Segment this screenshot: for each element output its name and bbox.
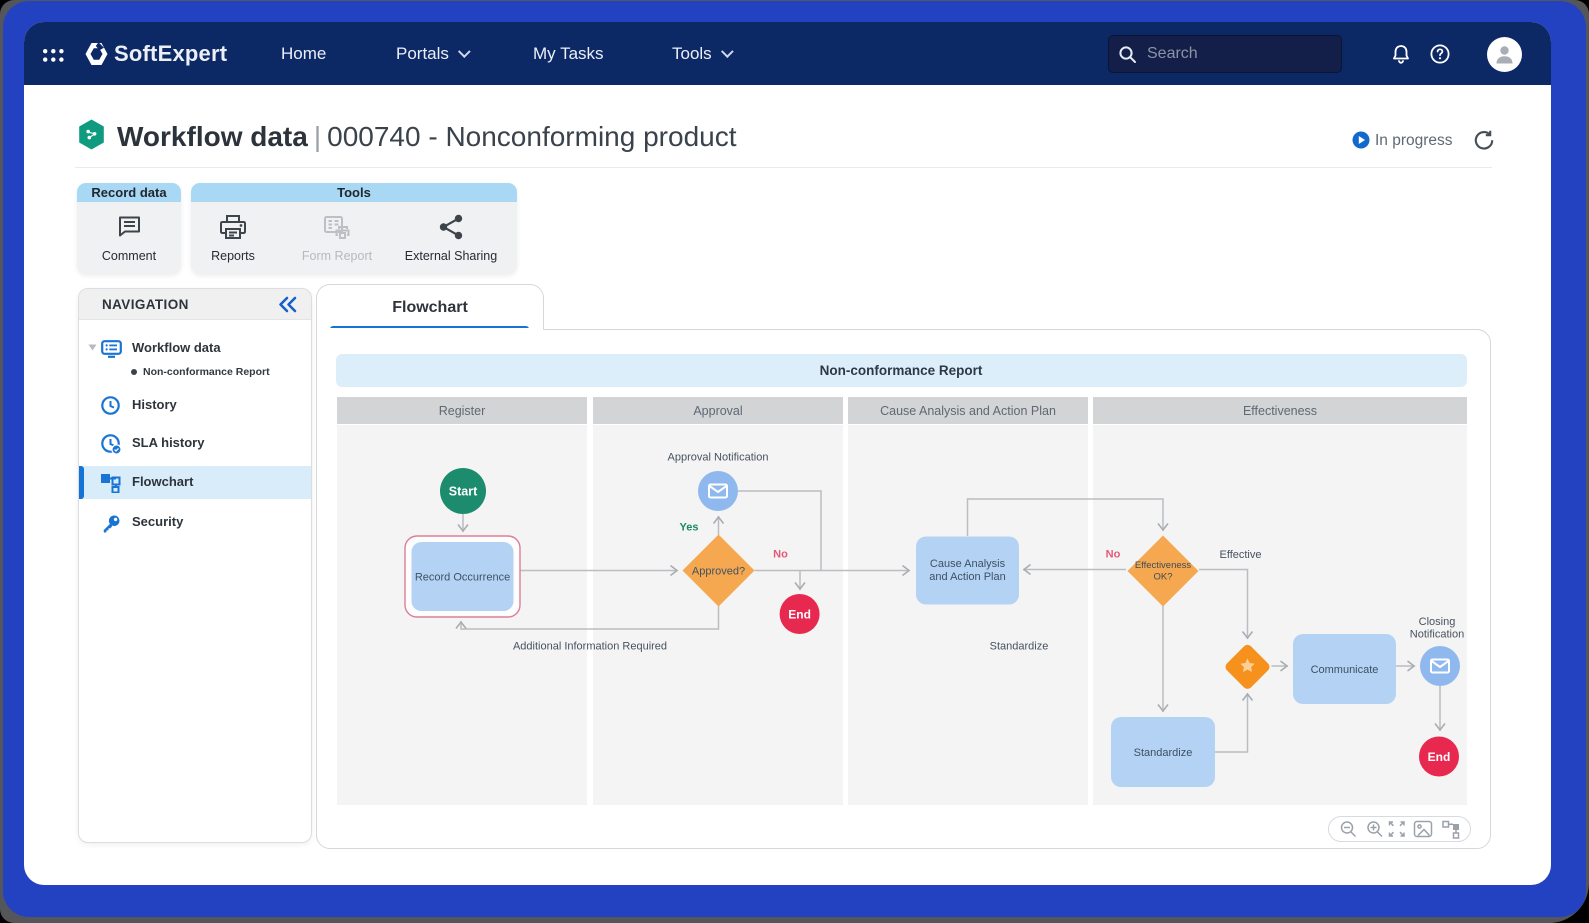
svg-text:Approved?: Approved? [692, 566, 745, 578]
svg-text:In progress: In progress [1375, 132, 1453, 149]
svg-text:Start: Start [449, 485, 478, 499]
svg-text:OK?: OK? [1153, 572, 1172, 583]
svg-text:Register: Register [439, 404, 486, 418]
svg-text:End: End [788, 608, 811, 622]
svg-text:Additional Information Require: Additional Information Required [513, 641, 667, 653]
svg-text:Effectiveness: Effectiveness [1243, 404, 1317, 418]
svg-text:Communicate: Communicate [1311, 664, 1379, 676]
svg-text:Yes: Yes [680, 522, 699, 534]
svg-text:Standardize: Standardize [1134, 747, 1193, 759]
svg-text:Effectiveness: Effectiveness [1135, 560, 1192, 571]
svg-text:Notification: Notification [1410, 629, 1464, 641]
svg-text:Approval Notification: Approval Notification [668, 452, 769, 464]
svg-text:No: No [773, 549, 788, 561]
svg-text:Record Occurrence: Record Occurrence [415, 572, 510, 584]
svg-text:Approval: Approval [693, 404, 742, 418]
svg-text:Non-conformance Report: Non-conformance Report [820, 363, 983, 378]
svg-text:No: No [1106, 549, 1121, 561]
svg-text:Cause Analysis: Cause Analysis [930, 558, 1006, 570]
svg-text:Standardize: Standardize [990, 641, 1049, 653]
svg-text:and Action Plan: and Action Plan [929, 571, 1005, 583]
svg-text:Cause Analysis and Action Plan: Cause Analysis and Action Plan [880, 404, 1056, 418]
svg-text:Closing: Closing [1419, 616, 1456, 628]
svg-text:End: End [1428, 750, 1451, 764]
svg-text:Effective: Effective [1220, 549, 1262, 561]
